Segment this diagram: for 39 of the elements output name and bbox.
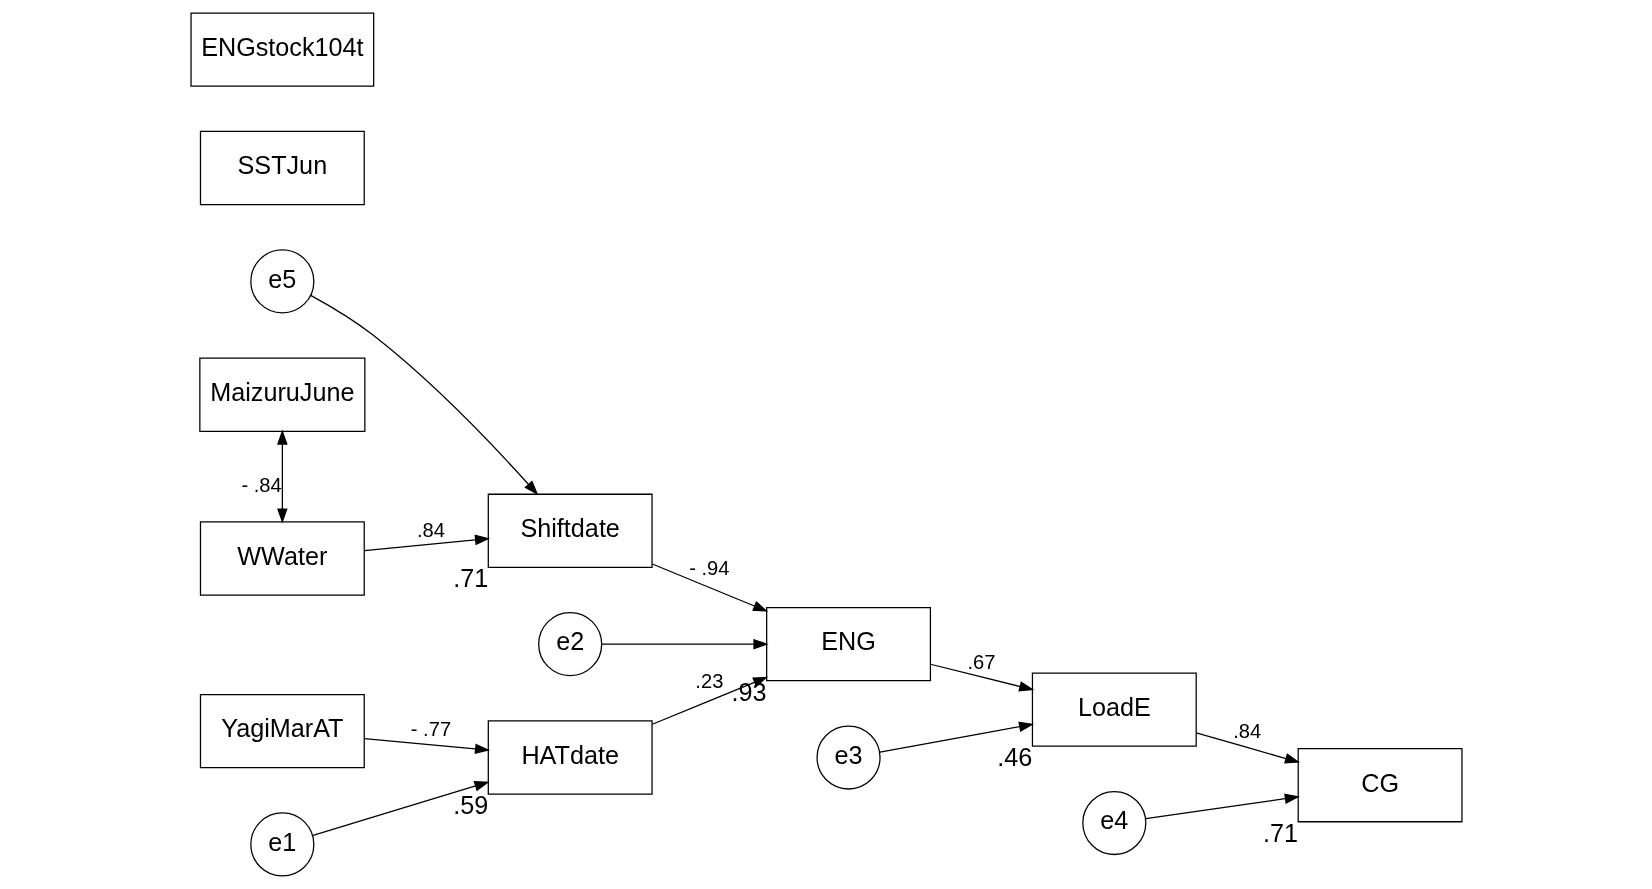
node-circle: e3 — [815, 725, 881, 790]
arrow — [1144, 793, 1300, 820]
arrow — [363, 534, 490, 552]
arrow — [600, 638, 769, 650]
node-box: ENG — [765, 607, 931, 682]
node-circle: e4 — [1081, 790, 1146, 856]
arrow — [878, 721, 1034, 753]
node-label: .71 — [452, 564, 488, 593]
arrow — [651, 563, 768, 612]
node-label: .71 — [1262, 818, 1298, 847]
node-box: ENGstock104t — [189, 12, 374, 87]
edge-label: - .94 — [688, 556, 730, 579]
node-label: .59 — [452, 791, 488, 820]
edge-label: - .77 — [410, 717, 451, 740]
node-box: Shiftdate — [487, 493, 653, 568]
node-box: CG — [1297, 748, 1463, 823]
arrow — [276, 429, 288, 524]
node-box: HATdate — [487, 720, 653, 795]
arrow — [363, 737, 490, 755]
edge-label: - .84 — [240, 474, 282, 497]
arrow — [309, 294, 538, 496]
arrow — [311, 781, 490, 837]
node-box: SSTJun — [199, 130, 365, 206]
edge-label: .23 — [694, 669, 723, 692]
node-box: YagiMarAT — [199, 693, 365, 769]
node-box: LoadE — [1031, 672, 1197, 747]
node-circle: e2 — [537, 612, 602, 677]
arrow — [929, 663, 1034, 692]
edge-label: .67 — [966, 651, 995, 674]
node-box: MaizuruJune — [198, 357, 365, 432]
edge-label: .84 — [1232, 720, 1261, 743]
arrow — [1195, 732, 1300, 764]
edge-label: .84 — [416, 518, 445, 541]
node-circle: e5 — [249, 249, 314, 314]
node-box: WWater — [199, 521, 365, 596]
node-label: .46 — [996, 743, 1032, 772]
node-label: .93 — [731, 677, 767, 706]
arrow — [651, 676, 768, 725]
node-circle: e1 — [249, 812, 314, 877]
